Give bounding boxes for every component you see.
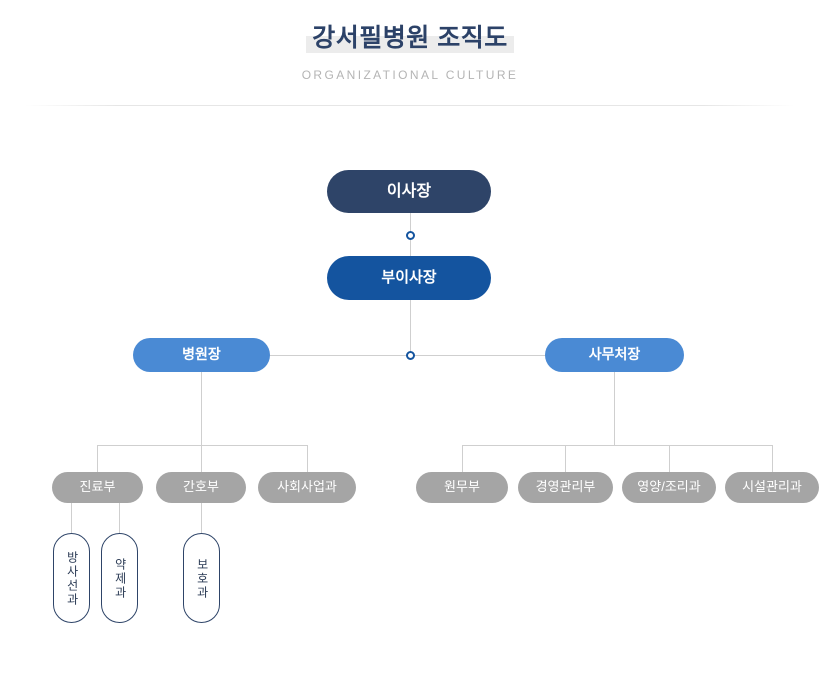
connector-right-dept-drop-2 [565,445,566,472]
connector-medical-to-pharmacy [119,503,120,533]
connector-nursing-to-care [201,503,202,533]
node-medical-department-label: 진료부 [79,479,116,495]
node-care-department-label: 보호과 [195,558,210,600]
node-affairs-department[interactable]: 원무부 [416,472,508,503]
node-management-department-label: 경영관리부 [535,479,596,495]
node-nursing-department[interactable]: 간호부 [156,472,246,503]
node-affairs-department-label: 원무부 [444,479,480,495]
node-chairman[interactable]: 이사장 [327,170,491,213]
node-nursing-department-label: 간호부 [183,479,219,495]
connector-node-chairman-vice [406,231,415,240]
page-title: 강서필병원 조직도 [306,22,514,54]
node-administrative-director-label: 사무처장 [588,346,641,363]
node-facility-management-department[interactable]: 시설관리과 [725,472,819,503]
connector-chairman-to-vice [410,213,411,271]
org-chart: 이사장 부이사장 병원장 사무처장 진료부 간호부 사회사업과 원무부 경영관리… [0,106,820,673]
node-nutrition-cooking-department-label: 영양/조리과 [637,479,701,495]
page-header: 강서필병원 조직도 ORGANIZATIONAL CULTURE [0,0,820,106]
node-nutrition-cooking-department[interactable]: 영양/조리과 [622,472,716,503]
node-radiology-department-label: 방사선과 [65,551,80,607]
page-title-wrap: 강서필병원 조직도 [0,22,820,54]
node-administrative-director[interactable]: 사무처장 [545,338,684,372]
connector-left-dept-drop-3 [307,445,308,472]
connector-vice-down [410,300,411,356]
node-vice-chairman-label: 부이사장 [381,268,437,286]
connector-admin-director-down [614,372,615,445]
page-subtitle: ORGANIZATIONAL CULTURE [301,68,519,82]
node-chairman-label: 이사장 [386,182,432,200]
page-title-text: 강서필병원 조직도 [312,24,508,52]
connector-right-dept-drop-1 [462,445,463,472]
node-care-department[interactable]: 보호과 [183,533,220,623]
node-vice-chairman[interactable]: 부이사장 [327,256,491,300]
connector-hospital-director-down [201,372,202,445]
node-medical-department[interactable]: 진료부 [52,472,143,503]
node-management-department[interactable]: 경영관리부 [518,472,613,503]
title-highlight-band [306,36,514,53]
connector-left-dept-drop-2 [201,445,202,472]
connector-left-dept-drop-1 [97,445,98,472]
node-social-work-department[interactable]: 사회사업과 [258,472,356,503]
node-facility-management-department-label: 시설관리과 [742,479,802,495]
node-hospital-director-label: 병원장 [182,346,221,363]
connector-medical-to-radiology [71,503,72,533]
connector-left-dept-bus [97,445,308,446]
header-divider [25,105,795,106]
connector-node-level3-bus [406,351,415,360]
node-hospital-director[interactable]: 병원장 [133,338,270,372]
node-pharmacy-department[interactable]: 약제과 [101,533,138,623]
node-radiology-department[interactable]: 방사선과 [53,533,90,623]
node-social-work-department-label: 사회사업과 [277,479,337,495]
connector-right-dept-drop-4 [772,445,773,472]
connector-right-dept-bus [462,445,773,446]
connector-right-dept-drop-3 [669,445,670,472]
node-pharmacy-department-label: 약제과 [113,558,128,600]
